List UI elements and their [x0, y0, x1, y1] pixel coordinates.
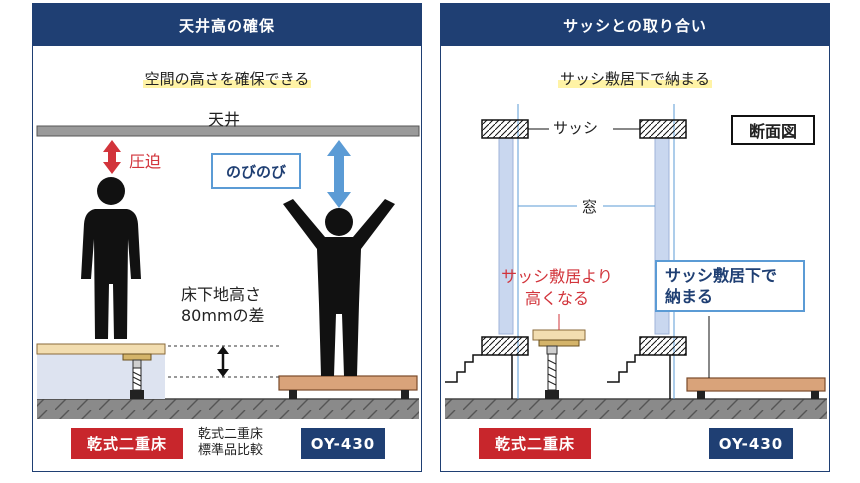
sash-label: サッシ [553, 119, 599, 137]
roomy-arrow [327, 140, 351, 208]
cross-section-label: 断面図 [731, 115, 815, 145]
sash-sill-right [639, 336, 687, 356]
raised-floor-board [532, 329, 586, 341]
raised-floor-cavity [37, 354, 165, 399]
person-arms-raised [283, 199, 395, 376]
below-sill-note: サッシ敷居下で 納まる [655, 260, 805, 312]
comparison-note: 乾式二重床 標準品比較 [198, 427, 264, 458]
ceiling-height-panel: 天井高の確保 [32, 3, 422, 472]
window-label: 窓 [582, 198, 598, 216]
dry-double-floor-badge: 乾式二重床 [71, 428, 183, 459]
oy430-floor-board [278, 375, 418, 391]
ceiling-slab [36, 125, 420, 137]
panel-title: 天井高の確保 [33, 4, 421, 46]
person-standing [81, 177, 141, 339]
pressure-arrow [103, 140, 121, 174]
subtitle: サッシ敷居下で納まる [557, 70, 712, 88]
higher-than-sill-note: サッシ敷居より 高くなる [501, 267, 613, 308]
sash-sill-left [481, 336, 529, 356]
pressure-label: 圧迫 [129, 152, 162, 171]
roomy-label: のびのび [211, 153, 301, 189]
sash-junction-panel: サッシとの取り合い [440, 3, 830, 472]
height-diff-label: 床下地高さ 80mmの差 [181, 285, 265, 325]
sash-section-diagram [445, 104, 827, 419]
oy430-badge: OY-430 [301, 428, 385, 459]
oy430-floor-board [686, 377, 826, 392]
subtitle: 空間の高さを確保できる [142, 70, 312, 88]
oy430-badge: OY-430 [709, 428, 793, 459]
sash-top-right [639, 119, 687, 139]
ceiling-diagram [36, 125, 420, 419]
panel-title: サッシとの取り合い [441, 4, 829, 46]
raised-floor-board [36, 343, 166, 355]
dry-double-floor-badge: 乾式二重床 [479, 428, 591, 459]
sash-top-left [481, 119, 529, 139]
ceiling-label: 天井 [208, 110, 241, 129]
